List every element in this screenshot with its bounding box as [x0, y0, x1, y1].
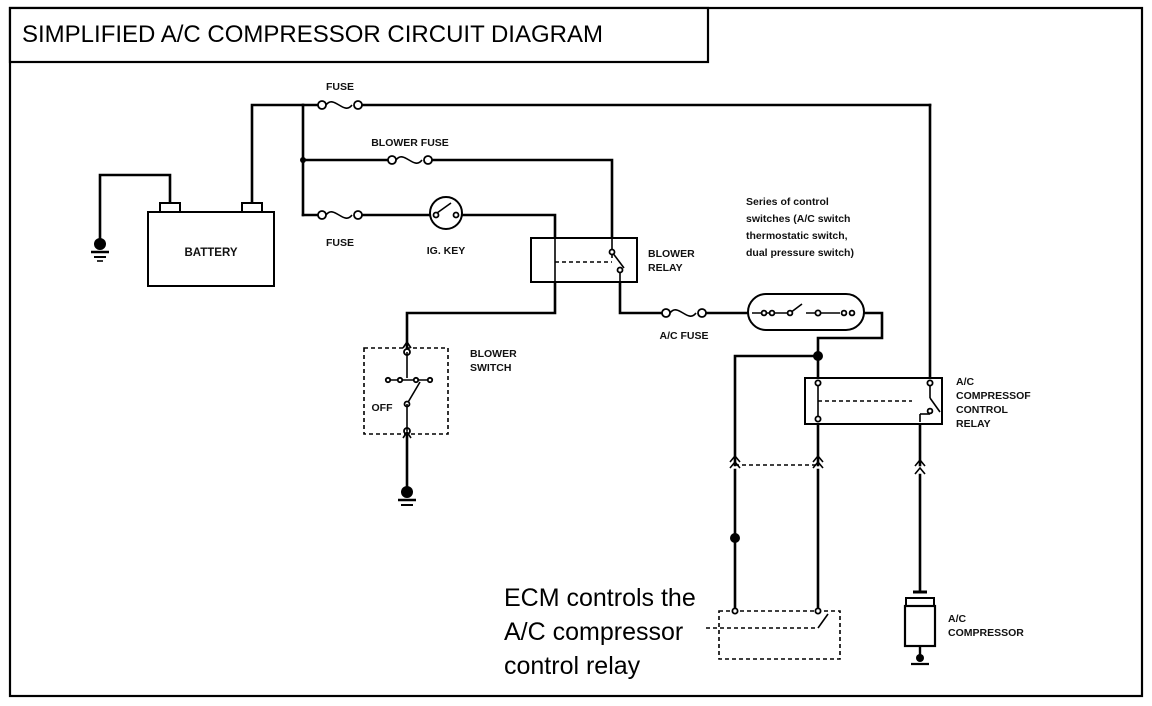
ac-fuse — [661, 308, 707, 318]
fuse-top-label: FUSE — [326, 81, 354, 93]
connector-symbols — [402, 340, 926, 475]
junction-dots — [300, 157, 823, 543]
blower-fuse — [387, 155, 433, 165]
fuse-top — [317, 100, 363, 110]
compressor-label-2: COMPRESSOR — [948, 627, 1024, 639]
ac-fuse-label: A/C FUSE — [659, 330, 708, 342]
battery-label: BATTERY — [184, 247, 237, 259]
compressor-control-relay — [804, 377, 943, 425]
control-switches-line-1: Series of control — [746, 196, 829, 208]
control-switches — [747, 293, 865, 331]
ecm-note-line-2: A/C compressor — [504, 618, 683, 646]
diagram-title: SIMPLIFIED A/C COMPRESSOR CIRCUIT DIAGRA… — [22, 21, 603, 48]
blower-switch — [363, 347, 449, 435]
blower-relay — [530, 237, 638, 283]
ecm-note-line-3: control relay — [504, 652, 641, 680]
title-box — [8, 6, 710, 64]
ac-compressor — [903, 590, 937, 648]
fuse-lower-label: FUSE — [326, 237, 354, 249]
relay-label-4: RELAY — [956, 418, 991, 430]
ig-key-label: IG. KEY — [427, 245, 466, 257]
relay-label-2: COMPRESSOF — [956, 390, 1031, 402]
ecm-box — [706, 607, 841, 660]
ecm-note-line-1: ECM controls the — [504, 584, 696, 612]
control-switches-line-4: dual pressure switch) — [746, 247, 854, 259]
control-switches-line-2: switches (A/C switch — [746, 213, 850, 225]
blower-relay-label-2: RELAY — [648, 262, 683, 274]
compressor-label-1: A/C — [948, 613, 967, 625]
blower-switch-label-2: SWITCH — [470, 362, 511, 374]
battery: BATTERY — [147, 202, 275, 287]
ground-symbol-compressor — [911, 645, 929, 666]
blower-relay-label-1: BLOWER — [648, 248, 695, 260]
blower-fuse-label: BLOWER FUSE — [371, 137, 449, 149]
relay-label-3: CONTROL — [956, 404, 1008, 416]
ground-symbol-switch — [398, 486, 416, 506]
fuse-lower — [317, 210, 363, 220]
ground-symbol-battery — [91, 238, 109, 262]
blower-switch-label-1: BLOWER — [470, 348, 517, 360]
off-label: OFF — [372, 402, 394, 414]
ignition-key-switch — [429, 196, 463, 230]
control-switches-line-3: thermostatic switch, — [746, 230, 848, 242]
relay-label-1: A/C — [956, 376, 975, 388]
